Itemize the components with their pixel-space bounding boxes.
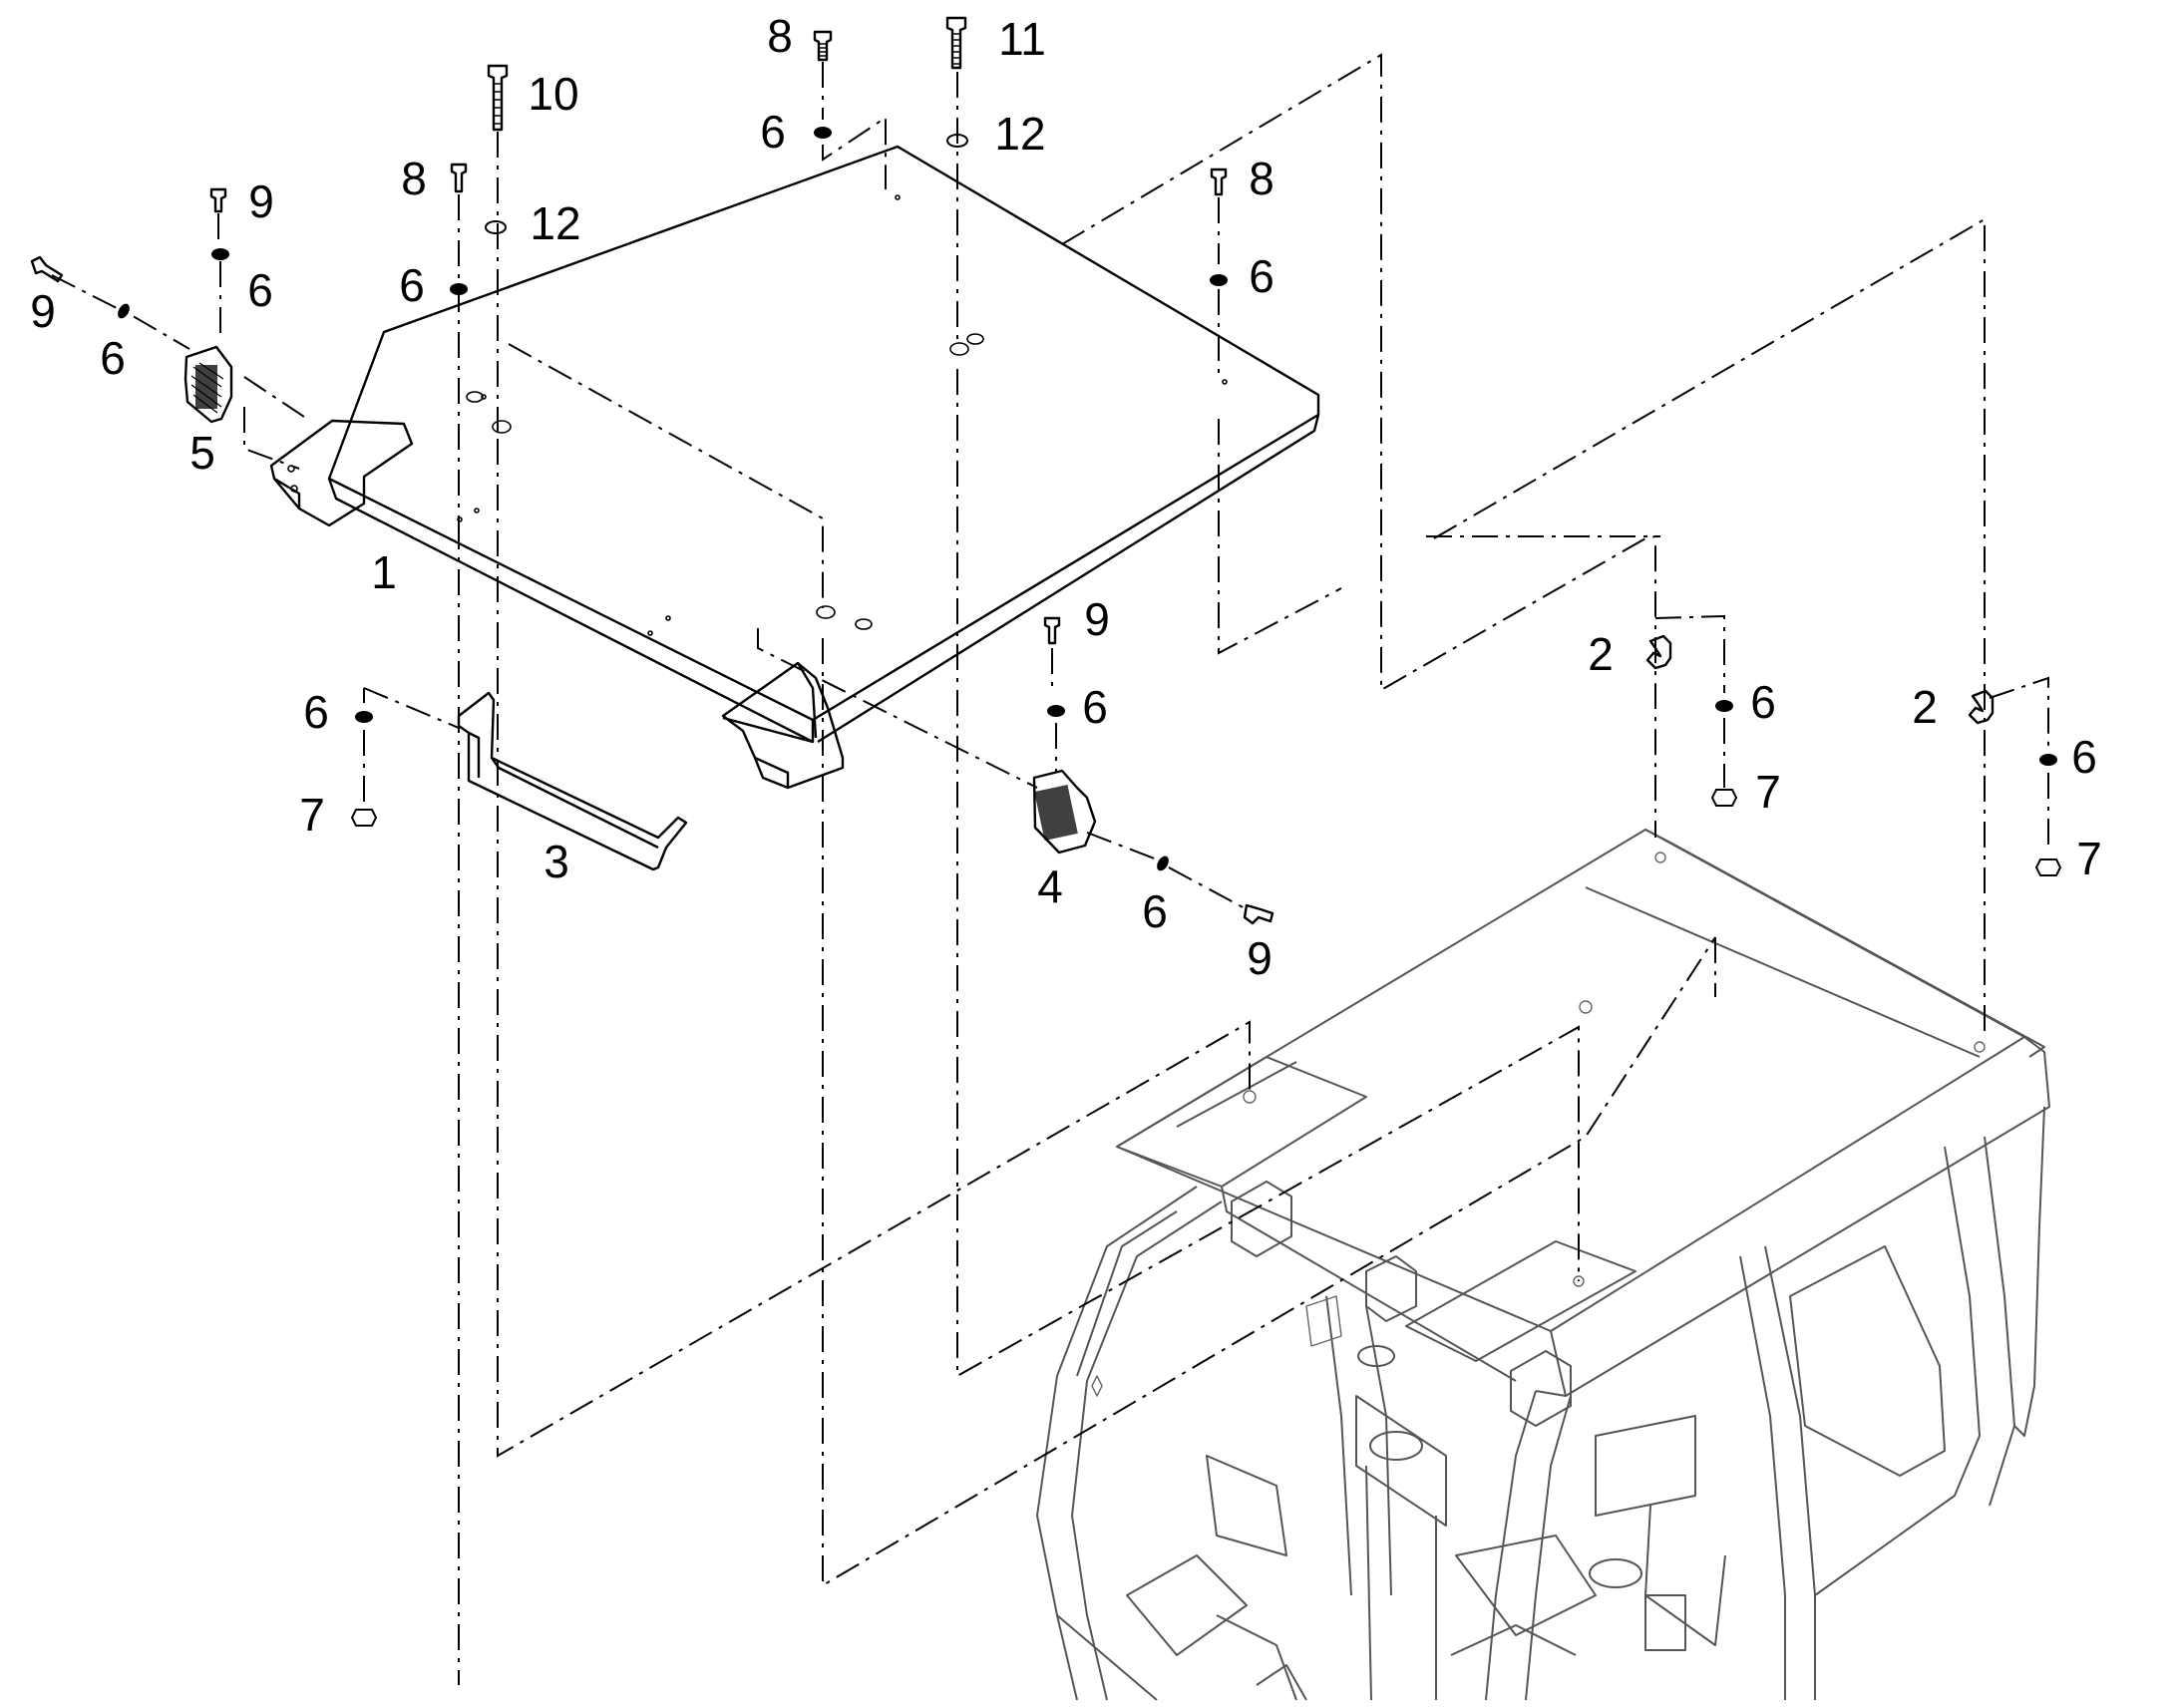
callout-9: 9 — [30, 285, 56, 337]
callout-6: 6 — [1142, 885, 1168, 937]
callout-8: 8 — [767, 10, 793, 62]
callout-6: 6 — [247, 264, 273, 316]
callout-2: 2 — [1588, 628, 1614, 680]
support-bracket-part-3 — [457, 691, 688, 871]
leader-lines — [51, 53, 2049, 1685]
cab-frame — [1036, 829, 2050, 1701]
callout-2: 2 — [1912, 681, 1938, 733]
callout-6: 6 — [303, 686, 329, 738]
callout-10: 10 — [528, 68, 578, 120]
callout-12: 12 — [994, 108, 1045, 160]
callout-6: 6 — [399, 259, 425, 311]
callout-6: 6 — [760, 106, 786, 158]
roof-canopy-part-1 — [269, 145, 1320, 790]
callout-12: 12 — [530, 197, 580, 249]
callout-7: 7 — [1755, 766, 1781, 818]
reflector-part-5 — [183, 345, 233, 424]
hardware — [30, 16, 2062, 925]
callout-11: 11 — [998, 13, 1046, 65]
callouts: 1 2 2 3 4 5 6 6 6 6 6 6 6 6 6 6 7 7 7 8 … — [30, 10, 2102, 984]
callout-7: 7 — [2076, 833, 2102, 884]
callout-6: 6 — [1082, 681, 1108, 733]
reflector-part-4 — [1032, 769, 1097, 854]
callout-4: 4 — [1037, 860, 1063, 912]
clip-bracket-part-2-b — [1968, 689, 1995, 725]
callout-6: 6 — [100, 332, 126, 384]
callout-6: 6 — [2071, 731, 2097, 783]
callout-7: 7 — [299, 789, 325, 841]
callout-8: 8 — [401, 153, 427, 204]
callout-1: 1 — [371, 546, 397, 598]
callout-8: 8 — [1249, 153, 1274, 204]
clip-bracket-part-2-a — [1645, 634, 1672, 670]
callout-9: 9 — [248, 175, 274, 227]
callout-3: 3 — [544, 836, 569, 887]
callout-5: 5 — [189, 427, 215, 479]
callout-9: 9 — [1247, 932, 1272, 984]
callout-6: 6 — [1249, 250, 1274, 302]
callout-6: 6 — [1750, 676, 1776, 728]
callout-9: 9 — [1084, 593, 1110, 645]
